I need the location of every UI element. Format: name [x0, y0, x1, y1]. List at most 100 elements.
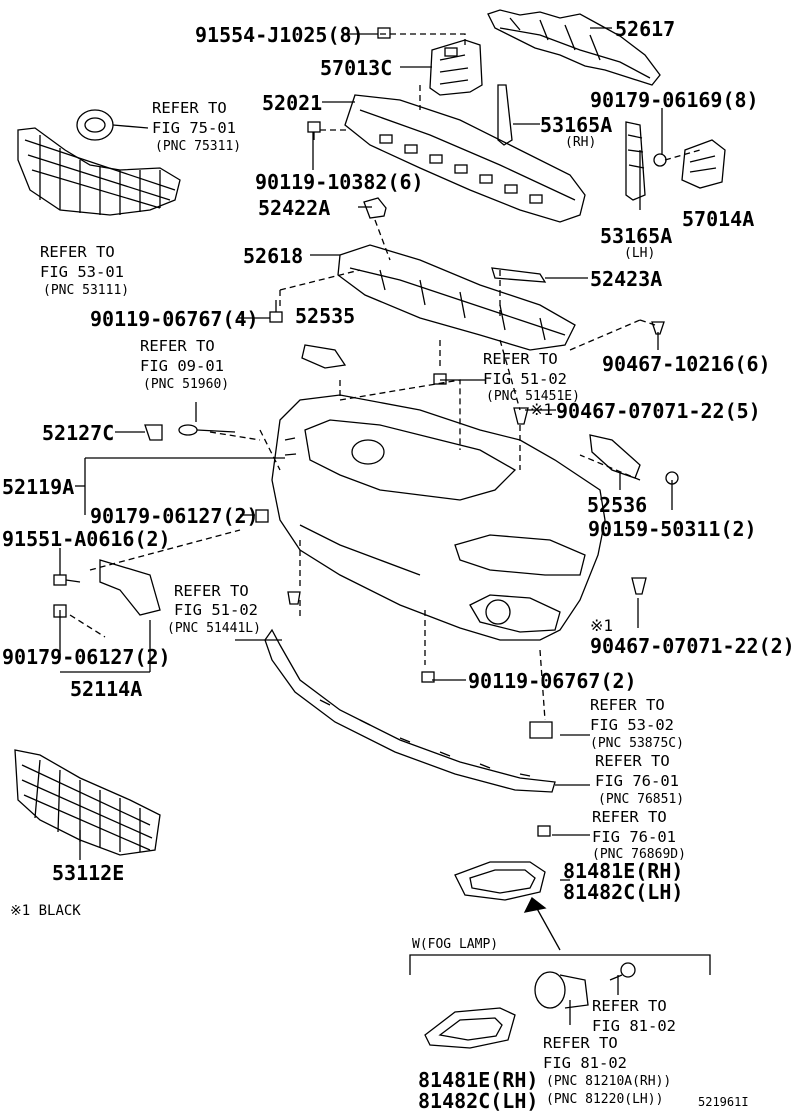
label-53112e: 53112E: [52, 861, 125, 885]
label-57013c: 57013C: [320, 56, 393, 80]
label-53165a-rh: 53165A: [540, 113, 613, 137]
label-52618: 52618: [243, 244, 304, 268]
label-81482c-b: 81482C(LH): [418, 1089, 539, 1113]
clip-53875c: [529, 721, 553, 739]
bracket-53165a-rh: [497, 84, 513, 146]
part-52423a: [491, 267, 547, 283]
ref-53-line3: (PNC 53111): [43, 283, 130, 298]
bolt-90119-06767-2: [421, 671, 435, 683]
bracket-52536: [589, 434, 641, 479]
harness-51960: [178, 424, 236, 436]
ref-53-line2: FIG 53-01: [40, 263, 124, 281]
ref-76b-line1: REFER TO: [592, 808, 667, 826]
parts-diagram: 91554-J1025(8) 52617 57013C 52021 90179-…: [2, 9, 795, 1113]
ref-81a-line2: FIG 81-02: [592, 1017, 676, 1035]
label-52535: 52535: [295, 304, 356, 328]
label-81481e-b: 81481E(RH): [418, 1068, 539, 1092]
label-52119a: 52119A: [2, 475, 75, 499]
label-81482c-a: 81482C(LH): [563, 880, 684, 904]
black-note: ※1 BLACK: [10, 903, 81, 919]
ref-76b-line3: (PNC 76869D): [592, 847, 686, 862]
dashed-guides: [69, 33, 701, 721]
label-52422a: 52422A: [258, 196, 331, 220]
label-52021: 52021: [262, 91, 323, 115]
ref-51a-line1: REFER TO: [483, 350, 558, 368]
bracket-52127c: [144, 424, 163, 441]
label-90159-50311: 90159-50311(2): [588, 517, 757, 541]
bolt-90119-10382: [307, 121, 321, 140]
ref-76a-line3: (PNC 76851): [598, 792, 685, 807]
bolt-90119-06767-4: [269, 300, 283, 323]
leader-lines: [59, 27, 673, 1025]
ref-76a-line1: REFER TO: [595, 752, 670, 770]
ref-81b-line4: (PNC 81220(LH)): [546, 1092, 664, 1107]
ref-5302-line2: FIG 53-02: [590, 716, 674, 734]
fog-lamp-screw: [609, 962, 636, 981]
screw-90159-50311: [665, 471, 679, 485]
grille-53112e: [14, 749, 161, 856]
label-90179-06169: 90179-06169(8): [590, 88, 759, 112]
label-52617: 52617: [615, 17, 676, 41]
label-57014a: 57014A: [682, 207, 755, 231]
upper-absorber-52617: [487, 9, 661, 86]
fog-bezel-81481e-lower: [424, 1007, 516, 1049]
label-52423a: 52423A: [590, 267, 663, 291]
ref-5302-line1: REFER TO: [590, 696, 665, 714]
ref-76b-line2: FIG 76-01: [592, 828, 676, 846]
ref-09-line3: (PNC 51960): [143, 377, 230, 392]
diagram-drawing: [14, 9, 726, 1049]
fog-lamp-81210a: [534, 971, 589, 1009]
ref-09-line1: REFER TO: [140, 337, 215, 355]
label-90179-06127-b: 90179-06127(2): [2, 645, 171, 669]
bracket-52535: [301, 344, 347, 369]
clip-90467-07071-5: [513, 407, 529, 425]
screw-76869d: [537, 825, 551, 837]
bracket-57013c: [429, 39, 483, 96]
ref-51b-line1: REFER TO: [174, 582, 249, 600]
clip-90467-10216: [651, 321, 665, 335]
label-90467-10216: 90467-10216(6): [602, 352, 771, 376]
ref-51b-line3: (PNC 51441L): [167, 621, 261, 636]
ref-51b-line2: FIG 51-02: [174, 601, 258, 619]
ref-81a-line1: REFER TO: [592, 997, 667, 1015]
label-90119-06767-2: 90119-06767(2): [468, 669, 637, 693]
clip-51441l: [287, 591, 301, 605]
label-52114a: 52114A: [70, 677, 143, 701]
note-1a: ※1: [530, 400, 554, 419]
fog-bezel-81481e-upper: [454, 861, 546, 901]
label-91551-a0616: 91551-A0616(2): [2, 527, 171, 551]
label-lh: (LH): [624, 246, 656, 261]
ref-53-line1: REFER TO: [40, 243, 115, 261]
reinforcement-52021: [344, 94, 586, 223]
bolt-91551: [53, 574, 81, 586]
nut-90179-06169: [653, 153, 667, 167]
clip-90467-07071-2: [631, 577, 647, 595]
ref-75-line2: FIG 75-01: [152, 119, 236, 137]
note-1b: ※1: [590, 616, 614, 635]
emblem-75311: [76, 109, 149, 141]
ref-75-line1: REFER TO: [152, 99, 227, 117]
label-81481e-a: 81481E(RH): [563, 859, 684, 883]
label-53165a-lh: 53165A: [600, 224, 673, 248]
upper-grille-53111: [17, 127, 181, 216]
ref-81b-line1: REFER TO: [543, 1034, 618, 1052]
label-90119-10382: 90119-10382(6): [255, 170, 424, 194]
label-90179-06127-a: 90179-06127(2): [90, 504, 259, 528]
part-52422a: [363, 197, 387, 219]
ref-75-line3: (PNC 75311): [155, 139, 242, 154]
ref-81b-line2: FIG 81-02: [543, 1054, 627, 1072]
bolt-51451e: [433, 373, 447, 385]
ref-09-line2: FIG 09-01: [140, 357, 224, 375]
bolt-91554: [377, 27, 391, 39]
ref-76a-line2: FIG 76-01: [595, 772, 679, 790]
ref-5302-line3: (PNC 53875C): [590, 736, 684, 751]
ref-51a-line2: FIG 51-02: [483, 370, 567, 388]
label-90467-07071-5: 90467-07071-22(5): [556, 399, 761, 423]
nut-90179-06127-a: [255, 509, 269, 523]
label-91554-j1025: 91554-J1025(8): [195, 23, 364, 47]
spoiler-76851: [264, 628, 556, 793]
label-52127c: 52127C: [42, 421, 115, 445]
label-90467-07071-2: 90467-07071-22(2): [590, 634, 795, 658]
fog-lamp-label: W(FOG LAMP): [412, 937, 499, 952]
nut-90179-06127-b: [53, 604, 67, 618]
